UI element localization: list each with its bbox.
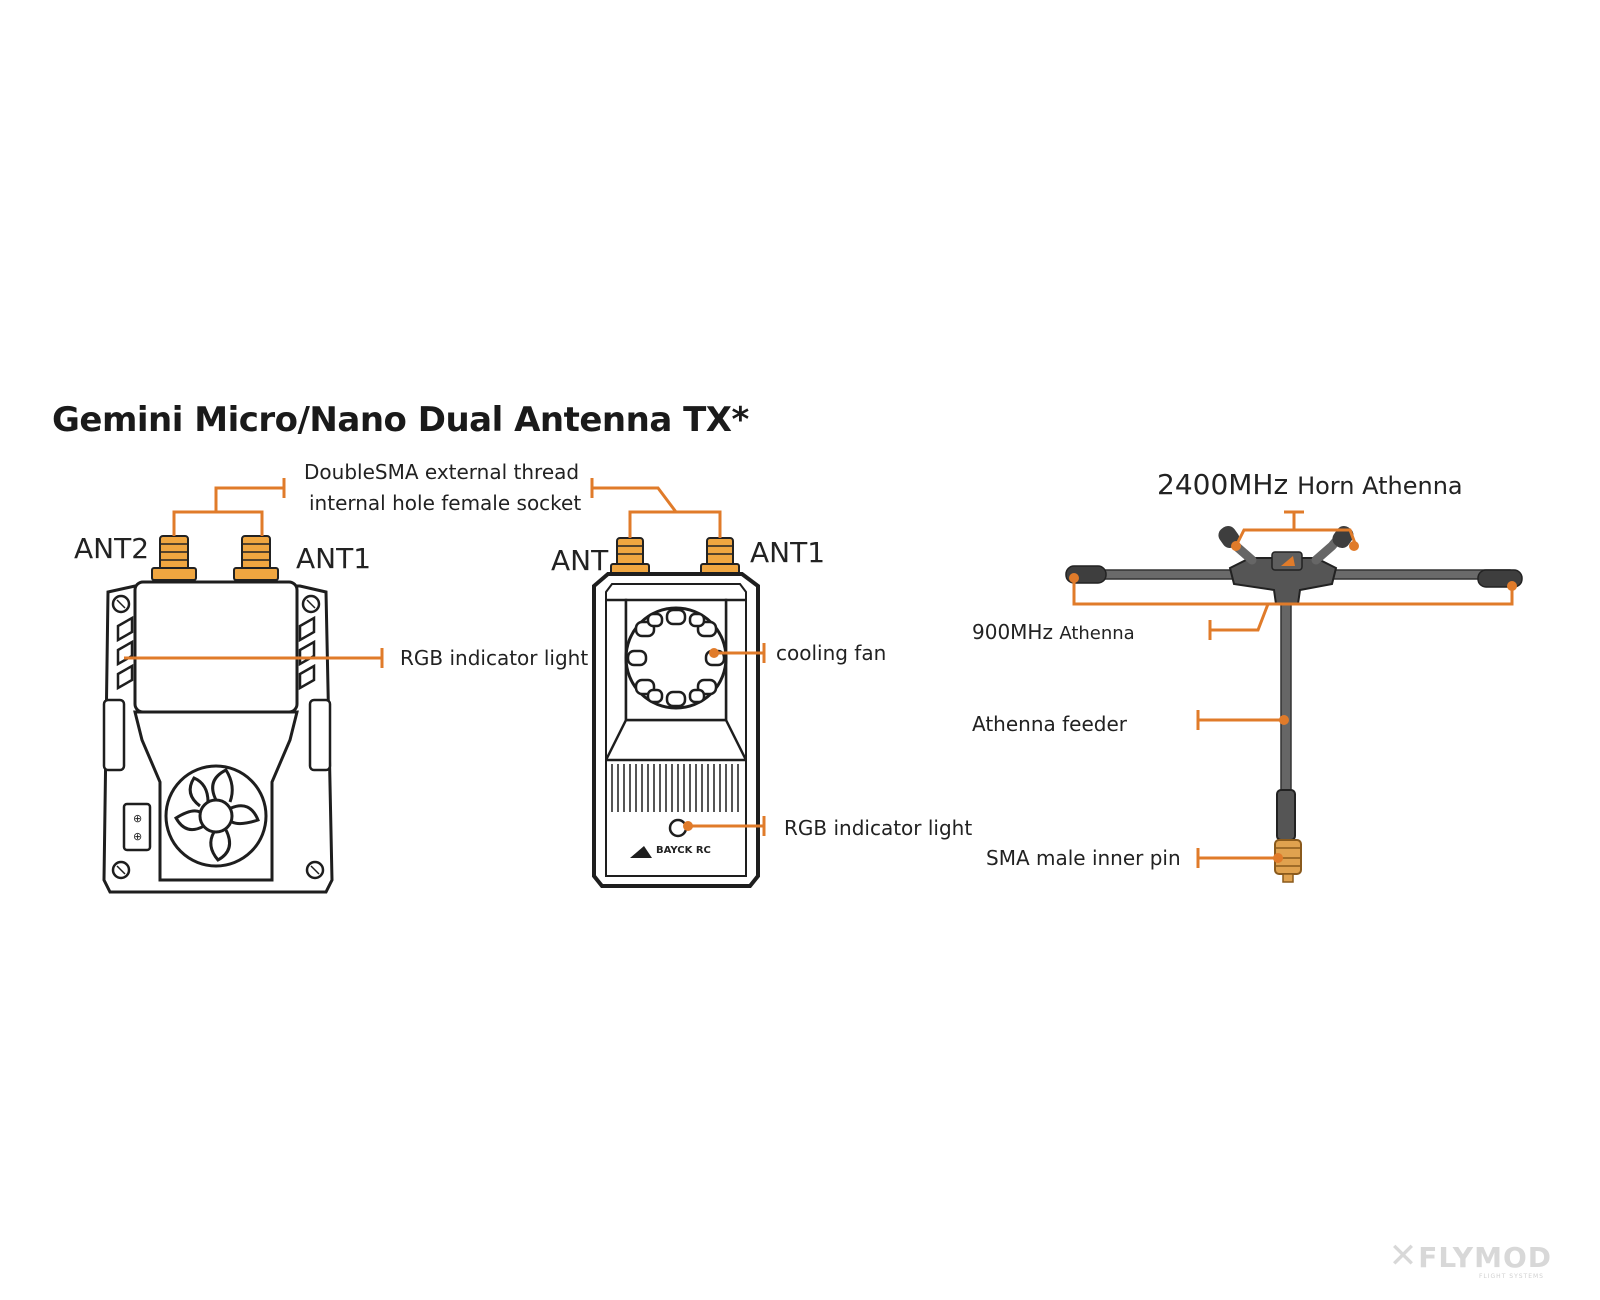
left-connector-callout [172, 478, 286, 536]
left-ant2-label: ANT2 [74, 532, 150, 565]
watermark-sub: FLIGHT SYSTEMS [1478, 1273, 1544, 1280]
middle-ant-left-label: ANT [551, 544, 609, 577]
middle-fan-callout [714, 643, 766, 663]
middle-sma-connector-right [700, 537, 740, 575]
antenna [1065, 510, 1523, 883]
middle-sma-connector-left [610, 537, 650, 575]
svg-text:⊕: ⊕ [133, 812, 142, 825]
low-label: Athenna [1059, 623, 1135, 644]
low-band-callout [1072, 576, 1514, 640]
left-rgb-label: RGB indicator light [400, 646, 589, 670]
left-transmitter: ⊕ ⊕ [102, 478, 384, 894]
connector-label-line2: internal hole female socket [309, 491, 582, 515]
left-fan-icon [164, 764, 268, 868]
page-title: Gemini Micro/Nano Dual Antenna TX* [52, 400, 749, 440]
low-freq: 900MHz [972, 620, 1053, 644]
cooling-fan-label: cooling fan [776, 641, 887, 665]
sma-label: SMA male inner pin [986, 846, 1181, 870]
watermark-logo: ✕FLYMOD [1388, 1236, 1552, 1276]
brand-label: BAYCK RC [656, 845, 711, 856]
left-ant1-label: ANT1 [296, 542, 372, 575]
left-rgb-callout [124, 648, 384, 668]
middle-fan-icon [624, 606, 728, 710]
horn-label: Horn Athenna [1297, 472, 1463, 500]
sma-male-connector [1274, 839, 1302, 883]
feeder-callout [1196, 710, 1284, 730]
middle-rgb-label: RGB indicator light [784, 816, 973, 840]
horn-title: 2400MHz Horn Athenna [1157, 468, 1463, 501]
left-sma-connector-ant2 [151, 535, 197, 581]
watermark-x-icon: ✕ [1388, 1236, 1419, 1276]
middle-rgb-callout [686, 816, 766, 836]
left-sma-connector-ant1 [233, 535, 279, 581]
horn-callout [1234, 510, 1358, 547]
middle-heatsink [611, 764, 739, 812]
feeder-label: Athenna feeder [972, 712, 1127, 736]
low-band-title: 900MHz Athenna [972, 620, 1135, 644]
svg-text:⊕: ⊕ [133, 830, 142, 843]
horn-freq: 2400MHz [1157, 468, 1289, 501]
connector-label-line1: DoubleSMA external thread [304, 460, 580, 484]
sma-callout [1196, 848, 1278, 868]
middle-connector-callout [590, 478, 722, 538]
middle-ant1-label: ANT1 [750, 536, 826, 569]
bayck-logo-icon [630, 846, 652, 858]
middle-transmitter [590, 478, 766, 888]
